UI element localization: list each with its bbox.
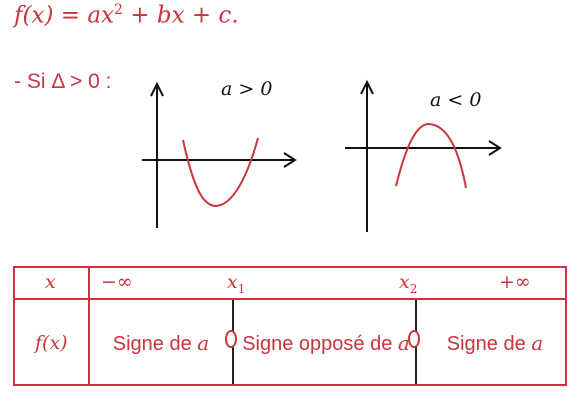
parabola-graphs [142, 79, 502, 232]
left-graph-label: a > 0 [221, 78, 273, 100]
right-parabola [395, 122, 467, 189]
table-header-divider [15, 298, 565, 300]
sign-cell-right-var: a [531, 331, 544, 355]
sign-cell-left: Signe de a [91, 329, 231, 358]
formula-exponent: 2 [114, 2, 123, 18]
sign-cell-left-text: Signe de [112, 333, 198, 355]
header-x1-subscript: 1 [237, 281, 246, 296]
condition-text: - Si Δ > 0 : [14, 70, 112, 93]
formula-equals: = [53, 2, 88, 29]
header-x2-subscript: 2 [409, 281, 418, 296]
header-plus-infinity: +∞ [499, 271, 531, 293]
header-x: x [45, 271, 56, 293]
table-label-column-divider [88, 268, 90, 384]
header-minus-infinity: −∞ [101, 271, 133, 293]
header-x2: x2 [399, 271, 417, 296]
header-x1: x1 [227, 271, 245, 296]
header-x2-var: x [399, 271, 410, 293]
zero-marker-x2 [408, 330, 420, 348]
sign-cell-middle-var: a [397, 331, 410, 355]
sign-table: x −∞ x1 x2 +∞ f(x) Signe de a Signe oppo… [13, 266, 567, 386]
sign-cell-right: Signe de a [425, 329, 565, 358]
formula-term1: ax [87, 2, 115, 29]
formula-rest: + bx + c. [122, 2, 239, 29]
zero-marker-x1 [225, 330, 237, 348]
left-x-arrow [283, 152, 297, 168]
sign-cell-right-text: Signe de [446, 333, 532, 355]
formula-lhs: f(x) [14, 2, 54, 29]
right-y-arrow [360, 79, 374, 95]
right-x-arrow [488, 140, 502, 156]
sign-cell-middle-text: Signe opposé de [242, 333, 398, 355]
sign-cell-middle: Signe opposé de a [241, 329, 411, 358]
right-graph-label: a < 0 [430, 89, 482, 111]
sign-cell-left-var: a [197, 331, 210, 355]
row-label-fx: f(x) [35, 332, 68, 354]
header-x1-var: x [227, 271, 238, 293]
left-y-arrow [150, 81, 164, 97]
formula: f(x) = ax2 + bx + c. [14, 2, 239, 29]
left-parabola [182, 137, 259, 208]
